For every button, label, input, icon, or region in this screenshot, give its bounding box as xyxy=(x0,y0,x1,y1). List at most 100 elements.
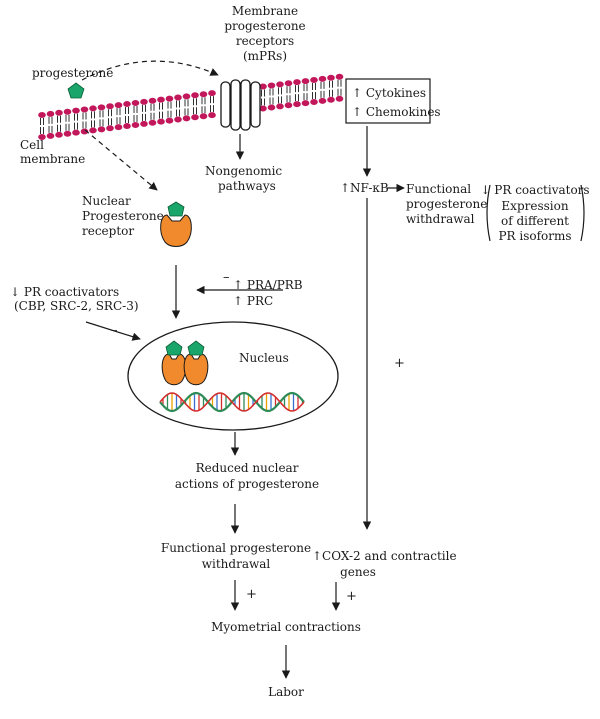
cell-membrane-label-2: membrane xyxy=(20,152,85,166)
minus-sign-isoform: – xyxy=(223,270,230,285)
cox2-label-2: genes xyxy=(340,565,376,579)
func-withdrawal-right-label-1: Functional xyxy=(406,182,471,196)
labor-label: Labor xyxy=(268,685,304,699)
func-withdrawal-right-label-3: withdrawal xyxy=(406,212,475,226)
lipid-head xyxy=(140,120,148,127)
right-bracket xyxy=(580,184,585,242)
reduced-actions-label-1: Reduced nuclear xyxy=(196,461,299,475)
lipid-head xyxy=(123,101,131,108)
cell-membrane xyxy=(38,73,344,140)
bracket-label-2: Expression xyxy=(501,199,568,213)
lipid-head xyxy=(106,103,114,110)
nuclear-receptor-dimer-icon xyxy=(161,340,209,386)
nuclear-receptor-icon xyxy=(160,201,192,247)
nuclear-pr-label-1: Nuclear xyxy=(82,194,131,208)
lipid-head xyxy=(131,121,140,128)
dna-strand xyxy=(159,392,305,412)
lipid-head xyxy=(63,130,72,137)
lipid-head xyxy=(55,131,63,138)
lipid-head xyxy=(208,90,216,97)
lipid-head xyxy=(72,107,80,114)
mprs-label-4: (mPRs) xyxy=(243,49,287,63)
lipid-head xyxy=(267,82,276,89)
lipid-head xyxy=(97,104,106,111)
nongenomic-label-1: Nongenomic xyxy=(205,164,282,178)
lipid-head xyxy=(148,119,157,126)
lipid-head xyxy=(148,97,157,104)
prc-label: ↑ PRC xyxy=(233,294,273,308)
lipid-head xyxy=(89,105,97,112)
lipid-head xyxy=(174,116,182,123)
nucleus-label: Nucleus xyxy=(239,351,289,365)
lipid-head xyxy=(318,75,327,82)
plus-sign-nfkb: + xyxy=(394,356,405,371)
lipid-head xyxy=(191,114,199,121)
cox2-label-1: ↑COX-2 and contractile xyxy=(312,549,457,563)
functional-withdrawal-label-2: withdrawal xyxy=(202,557,271,571)
mprs-label-1: Membrane xyxy=(232,4,298,18)
lipid-head xyxy=(38,112,46,118)
cytokines-box xyxy=(345,78,431,124)
lipid-head xyxy=(267,104,276,111)
lipid-head xyxy=(199,91,208,98)
func-withdrawal-right-label-2: progesterone xyxy=(406,197,487,211)
nuclear-pr-label-3: receptor xyxy=(82,224,134,238)
chemokines-label: ↑ Chemokines xyxy=(352,105,441,119)
lipid-head xyxy=(208,112,216,119)
lipid-head xyxy=(327,74,335,81)
lipid-head xyxy=(310,76,318,83)
progesterone-molecule-icon xyxy=(67,82,85,99)
bracket-label-4: PR isoforms xyxy=(498,229,571,243)
lipid-head xyxy=(310,98,318,105)
pr-coactivators-list: (CBP, SRC-2, SRC-3) xyxy=(14,299,139,313)
nucleus xyxy=(127,321,339,431)
lipid-head xyxy=(63,108,72,115)
lipid-head xyxy=(38,134,46,140)
reduced-actions-label-2: actions of progesterone xyxy=(175,477,319,491)
nfkb-label: ↑NF-κB xyxy=(340,181,389,195)
lipid-head xyxy=(335,73,344,80)
lipid-head xyxy=(318,97,327,104)
lipid-head xyxy=(301,78,310,85)
lipid-head xyxy=(106,125,114,132)
lipid-head xyxy=(327,96,335,103)
lipid-head xyxy=(174,94,182,101)
lipid-head xyxy=(293,79,301,86)
left-bracket xyxy=(486,184,491,242)
progesterone-label: progesterone xyxy=(32,66,113,80)
lipid-head xyxy=(80,128,89,135)
plus-sign-right: + xyxy=(346,589,357,604)
myometrial-contractions-label: Myometrial contractions xyxy=(211,620,361,634)
diffusion-arrow xyxy=(84,129,158,191)
lipid-head xyxy=(259,83,267,90)
mprs-label-3: receptors xyxy=(236,34,294,48)
cytokines-label: ↑ Cytokines xyxy=(352,86,426,100)
lipid-head xyxy=(114,102,123,109)
lipid-head xyxy=(276,81,284,88)
lipid-head xyxy=(293,101,301,108)
lipid-head xyxy=(89,127,97,134)
lipid-head xyxy=(276,103,284,110)
lipid-head xyxy=(284,102,293,109)
bracket-label-1: ↓ PR coactivators xyxy=(480,183,589,197)
lipid-head xyxy=(114,124,123,131)
cell-membrane-label: Cell xyxy=(20,138,44,152)
lipid-head xyxy=(46,132,55,139)
lipid-head xyxy=(182,115,191,122)
lipid-head xyxy=(335,95,344,102)
minus-sign-coact: – xyxy=(111,323,118,338)
lipid-head xyxy=(259,105,267,112)
lipid-head xyxy=(131,99,140,106)
lipid-head xyxy=(97,126,106,133)
membrane-receptor-icon xyxy=(220,79,261,131)
lipid-head xyxy=(165,117,174,124)
nongenomic-label-2: pathways xyxy=(218,179,276,193)
lipid-head xyxy=(55,109,63,116)
lipid-head xyxy=(165,95,174,102)
lipid-head xyxy=(199,113,208,120)
lipid-head xyxy=(157,96,165,103)
lipid-head xyxy=(301,100,310,107)
lipid-head xyxy=(182,93,191,100)
lipid-head xyxy=(80,106,89,113)
